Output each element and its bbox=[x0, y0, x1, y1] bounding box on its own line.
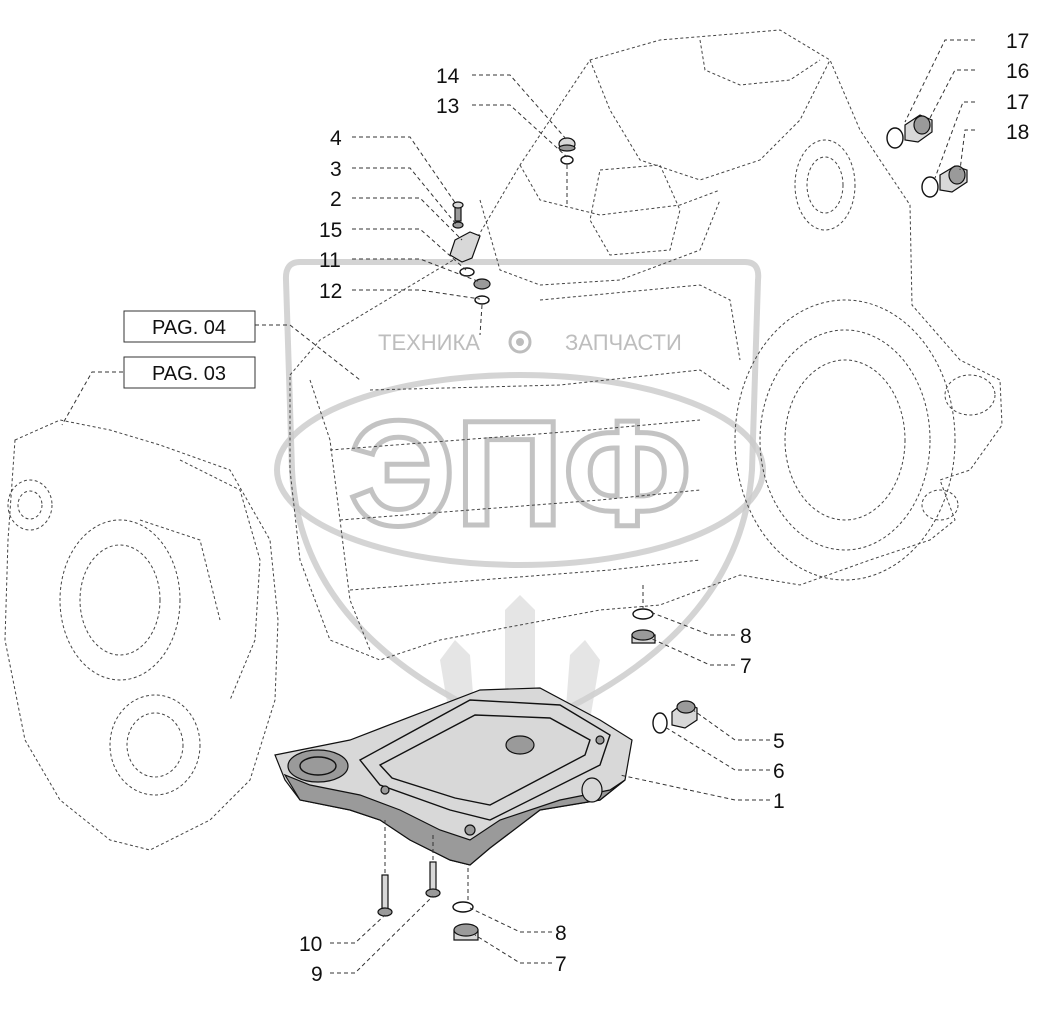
callout-5: 5 bbox=[773, 730, 785, 753]
callout-12: 12 bbox=[319, 280, 342, 303]
callout-1: 1 bbox=[773, 790, 785, 813]
page-ref-pag-03-label: PAG. 03 bbox=[152, 363, 226, 385]
watermark-monogram: ЭПФ bbox=[349, 389, 692, 557]
drain-plug-lower bbox=[452, 868, 479, 941]
callout-9: 9 bbox=[311, 963, 323, 986]
callout-18: 18 bbox=[1006, 121, 1029, 144]
callout-labels: 17 16 17 18 14 13 4 3 2 15 11 12 8 7 5 6… bbox=[299, 30, 1029, 986]
watermark-text-left: ТЕХНИКА bbox=[378, 330, 480, 355]
page-ref-pag-03[interactable]: PAG. 03 bbox=[123, 356, 256, 389]
plug-14 bbox=[558, 137, 576, 205]
callout-2: 2 bbox=[330, 188, 342, 211]
callout-13: 13 bbox=[436, 95, 459, 118]
callout-15: 15 bbox=[319, 219, 342, 242]
plug-18 bbox=[921, 165, 968, 198]
breather-assembly bbox=[449, 201, 491, 336]
callout-7-lower: 7 bbox=[555, 953, 567, 976]
page-ref-pag-04-label: PAG. 04 bbox=[152, 317, 226, 339]
transmission-housing bbox=[289, 29, 1003, 661]
callout-16: 16 bbox=[1006, 60, 1029, 83]
callout-8-upper: 8 bbox=[740, 625, 752, 648]
watermark: ТЕХНИКА ЗАПЧАСТИ ЭПФ bbox=[274, 259, 766, 734]
callout-17-top: 17 bbox=[1006, 30, 1029, 53]
callout-7-upper: 7 bbox=[740, 655, 752, 678]
gear-icon bbox=[508, 330, 532, 354]
callout-4: 4 bbox=[330, 127, 342, 150]
bolt-10 bbox=[377, 820, 393, 917]
drain-plug-upper bbox=[631, 585, 656, 644]
bolt-9 bbox=[425, 835, 441, 898]
plug-16 bbox=[886, 114, 933, 149]
callout-6: 6 bbox=[773, 760, 785, 783]
callout-10: 10 bbox=[299, 933, 322, 956]
watermark-text-right: ЗАПЧАСТИ bbox=[565, 330, 682, 355]
front-housing-section bbox=[4, 419, 279, 851]
oil-sump-pan bbox=[274, 687, 633, 866]
page-ref-pag-04[interactable]: PAG. 04 bbox=[123, 310, 256, 343]
plug-5 bbox=[652, 700, 698, 734]
callout-14: 14 bbox=[436, 65, 460, 88]
leader-lines bbox=[61, 39, 975, 974]
callout-17-bottom: 17 bbox=[1006, 91, 1029, 114]
callout-8-lower: 8 bbox=[555, 922, 567, 945]
callout-3: 3 bbox=[330, 158, 342, 181]
callout-11: 11 bbox=[319, 249, 341, 272]
